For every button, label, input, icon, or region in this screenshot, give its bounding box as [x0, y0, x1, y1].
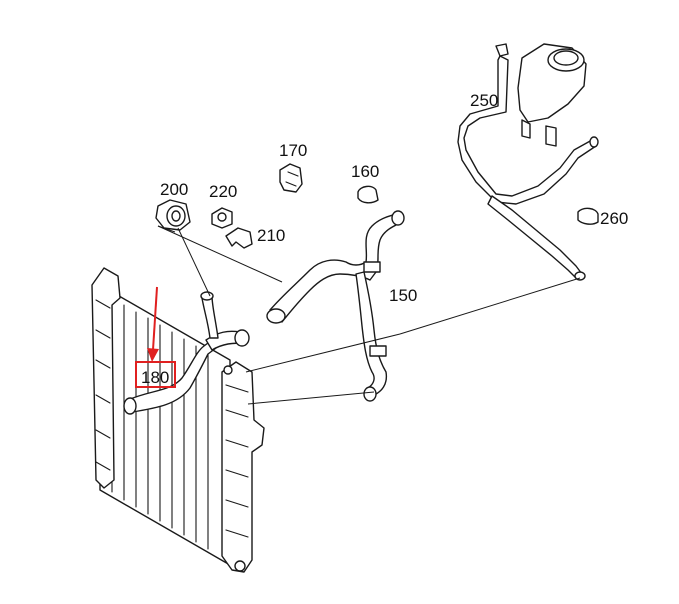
highlight-arrow-shaft — [152, 286, 158, 351]
highlight-box — [135, 361, 176, 388]
label-170: 170 — [279, 141, 307, 160]
label-220: 220 — [209, 182, 237, 201]
label-150: 150 — [389, 286, 417, 305]
expansion-tank[interactable] — [495, 43, 587, 147]
label-160: 160 — [351, 162, 379, 181]
seal-220[interactable] — [211, 207, 233, 229]
label-260: 260 — [600, 209, 628, 228]
label-180: 180 — [141, 368, 169, 387]
hose-180[interactable] — [123, 291, 250, 415]
thermostat-200[interactable] — [155, 199, 191, 231]
clip-260[interactable] — [577, 207, 599, 225]
radiator — [91, 267, 265, 573]
hose-150[interactable] — [266, 210, 405, 402]
leader-lines — [157, 225, 581, 405]
highlight-180 — [135, 286, 176, 388]
clip-170[interactable] — [279, 163, 303, 193]
highlight-arrow-head — [147, 348, 159, 362]
clamp-160[interactable] — [357, 185, 379, 204]
label-210: 210 — [257, 226, 285, 245]
label-250: 250 — [470, 91, 498, 110]
bracket-210[interactable] — [225, 227, 253, 249]
bleed-line-250[interactable] — [457, 55, 599, 281]
label-200: 200 — [160, 180, 188, 199]
